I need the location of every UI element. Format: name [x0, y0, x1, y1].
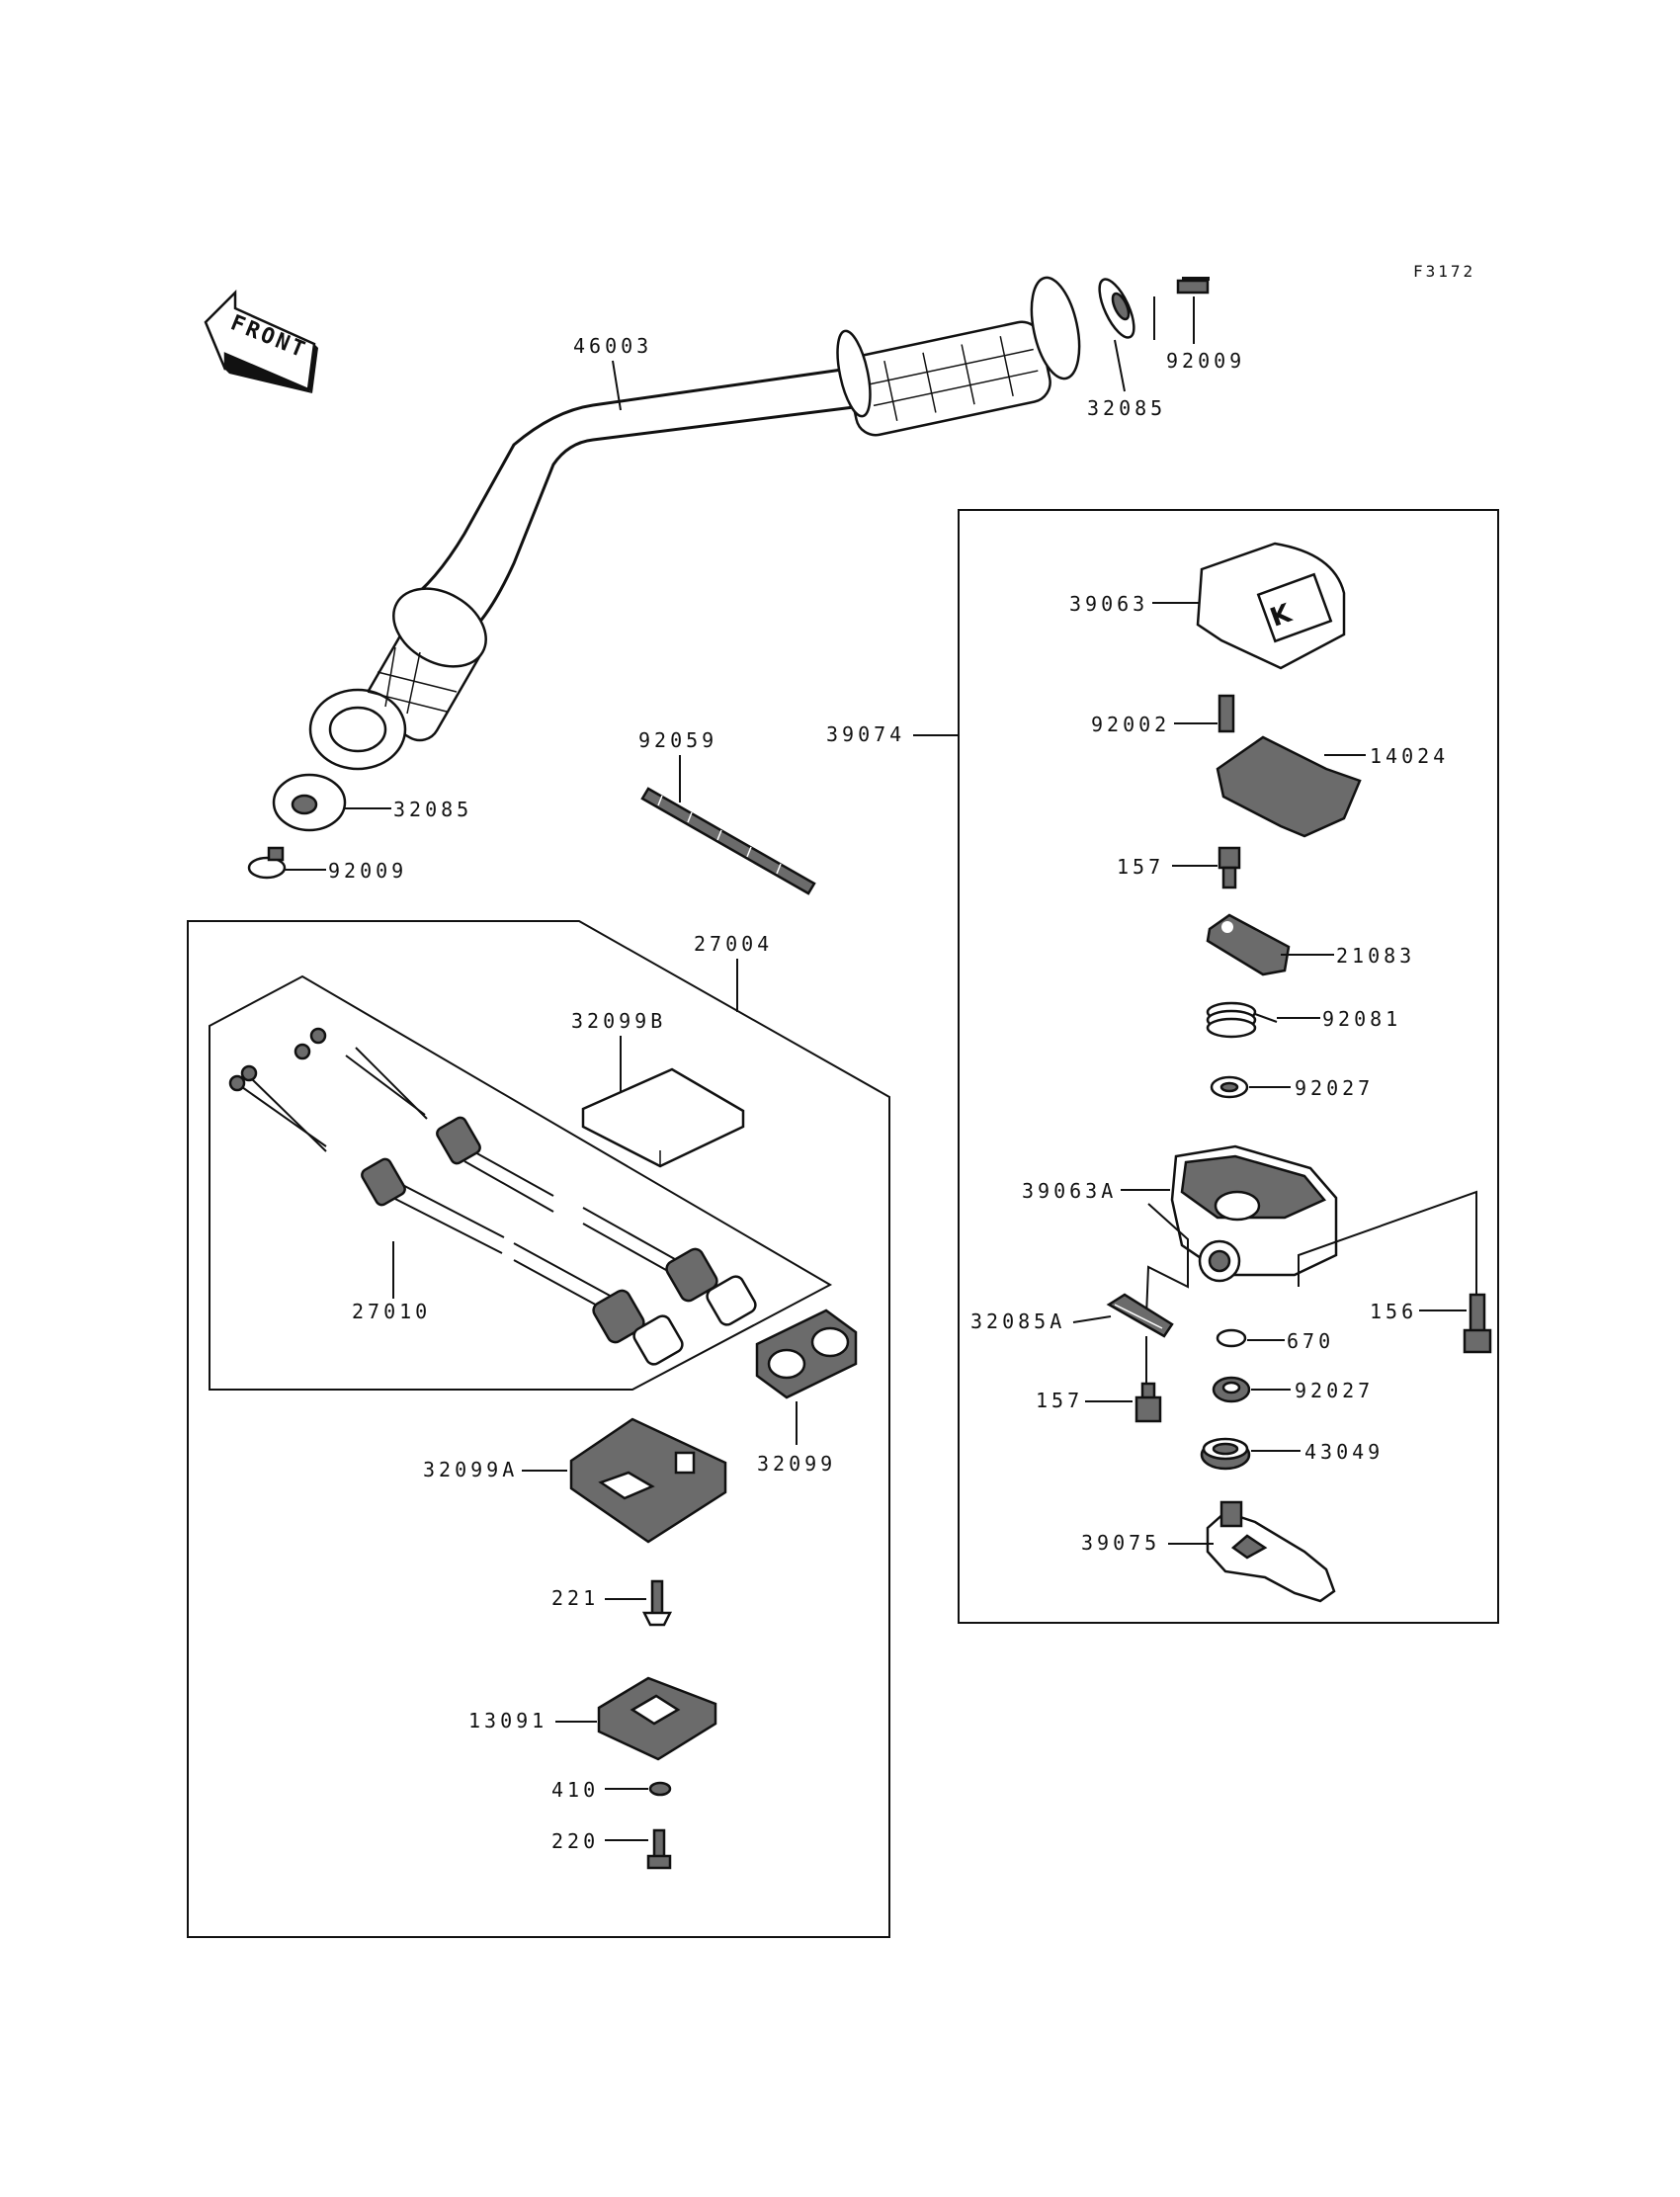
cover-b [581, 1067, 745, 1168]
bolt-157-top-icon [1218, 846, 1241, 889]
plate-14024 [1216, 735, 1362, 838]
lever-21083 [1206, 913, 1291, 976]
label-32099b: 32099B [571, 1009, 666, 1033]
switch-assy-frame [187, 920, 890, 1938]
label-39074: 39074 [826, 722, 905, 746]
bolt-220-icon [646, 1828, 672, 1870]
screw-92002-icon [1218, 694, 1235, 733]
label-92027-top: 92027 [1295, 1076, 1374, 1100]
label-92059: 92059 [638, 728, 717, 752]
grip-end-left [272, 773, 347, 832]
handlebar [308, 276, 1081, 771]
case-39063a [1170, 1144, 1338, 1283]
label-670: 670 [1287, 1329, 1334, 1353]
label-32085-right: 32085 [1087, 396, 1166, 420]
washer-92027-bottom-icon [1212, 1376, 1251, 1403]
label-43049: 43049 [1304, 1440, 1384, 1464]
cover-c [755, 1309, 858, 1399]
label-92081: 92081 [1322, 1007, 1401, 1031]
label-27004: 27004 [694, 932, 773, 956]
screw-left-icon [247, 846, 287, 880]
label-221: 221 [551, 1586, 599, 1610]
label-13091: 13091 [468, 1709, 547, 1732]
seal-43049-icon [1200, 1437, 1251, 1471]
label-27010: 27010 [352, 1300, 431, 1323]
washer-410-icon [648, 1781, 672, 1797]
grip-end-32085a [1106, 1293, 1174, 1338]
cable-assy-frame [209, 974, 833, 1391]
label-157-top: 157 [1117, 855, 1164, 879]
screw-right-icon [1176, 277, 1210, 295]
front-arrow-icon: FRONT [204, 289, 318, 393]
left-grip [308, 587, 487, 771]
label-14024: 14024 [1370, 744, 1449, 768]
label-220: 220 [551, 1829, 599, 1853]
label-32099: 32099 [757, 1452, 836, 1476]
label-32085-left: 32085 [393, 798, 472, 821]
housing-a [569, 1417, 727, 1544]
label-39063: 39063 [1069, 592, 1148, 616]
label-92002: 92002 [1091, 713, 1170, 736]
label-46003: 46003 [573, 334, 652, 358]
right-grip [836, 276, 1081, 437]
clamp [597, 1676, 717, 1761]
label-92009-left: 92009 [328, 859, 407, 883]
screw-221-icon [641, 1579, 673, 1627]
spring-92081-icon [1206, 1001, 1278, 1039]
label-32085a: 32085A [970, 1310, 1065, 1333]
washer-92027-top-icon [1210, 1075, 1249, 1099]
bolt-156-icon [1463, 1293, 1492, 1354]
wrap-tape [640, 787, 816, 895]
label-92027-bottom: 92027 [1295, 1379, 1374, 1402]
oring-670-icon [1216, 1328, 1247, 1348]
cable-assy [228, 1027, 757, 1366]
throttle-assy-frame [958, 509, 1499, 1624]
label-156: 156 [1370, 1300, 1417, 1323]
bolt-157-bottom-icon [1134, 1382, 1162, 1423]
label-39075: 39075 [1081, 1531, 1160, 1555]
label-92009-right: 92009 [1166, 349, 1245, 373]
label-39063a: 39063A [1022, 1179, 1117, 1203]
throttle-cover: K [1196, 542, 1346, 670]
label-157-bottom: 157 [1036, 1389, 1083, 1412]
label-32099a: 32099A [423, 1458, 518, 1481]
label-21083: 21083 [1336, 944, 1415, 968]
lever-39075 [1206, 1500, 1336, 1603]
grip-end-right [1098, 278, 1135, 339]
label-410: 410 [551, 1778, 599, 1802]
figure-code: F3172 [1413, 262, 1475, 281]
